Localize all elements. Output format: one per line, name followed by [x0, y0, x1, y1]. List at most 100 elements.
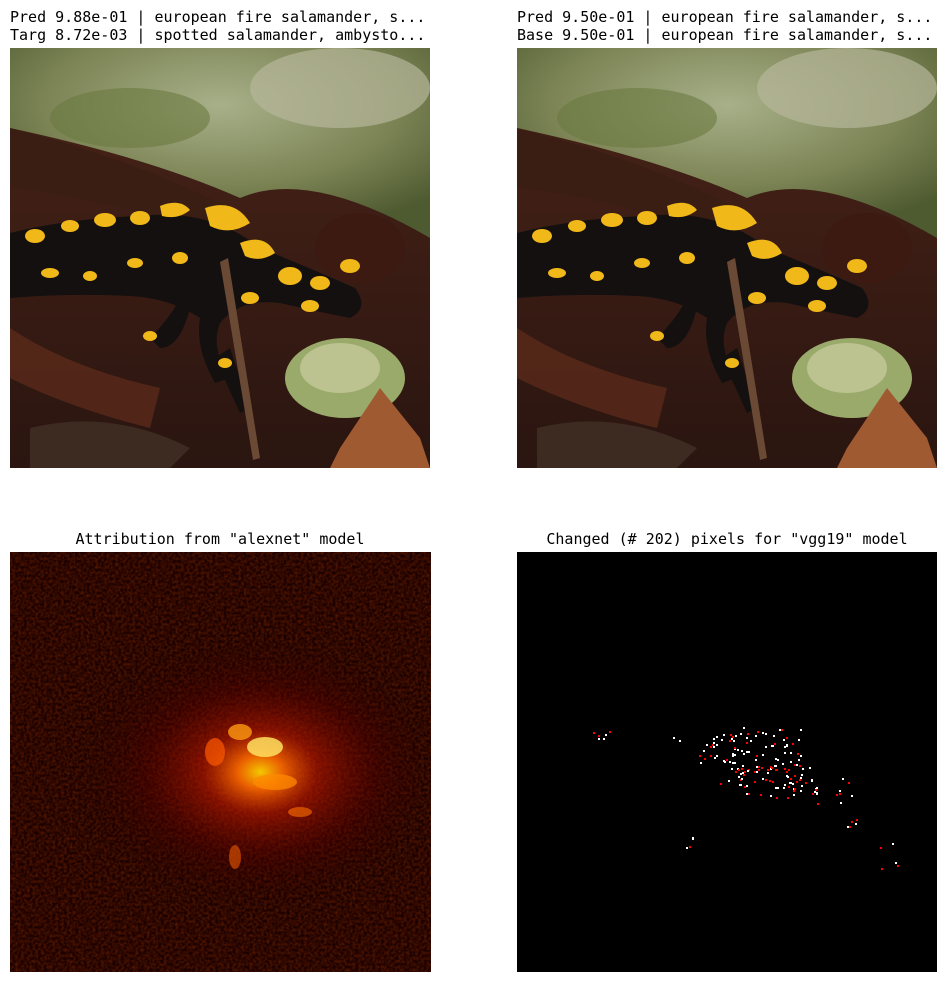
changed-pixel: [836, 794, 838, 796]
changed-pixel: [760, 794, 762, 796]
changed-pixel: [743, 774, 745, 776]
changed-pixel: [775, 787, 777, 789]
changed-pixel: [713, 742, 715, 744]
changed-pixel: [726, 759, 728, 761]
changed-pixel: [790, 752, 792, 754]
changed-pixel: [794, 775, 796, 777]
changed-pixel: [812, 793, 814, 795]
changed-pixel: [892, 843, 894, 845]
changed-pixel: [770, 795, 772, 797]
changed-pixel: [783, 787, 785, 789]
changed-pixel: [788, 769, 790, 771]
changed-pixel: [748, 751, 750, 753]
changed-pixel: [800, 755, 802, 757]
changed-pixel: [839, 790, 841, 792]
changed-pixel: [716, 736, 718, 738]
changed-pixel: [881, 868, 883, 870]
panel-title-top-right-line1: Pred 9.50e-01 | european fire salamander…: [517, 8, 933, 26]
changed-pixel: [851, 821, 853, 823]
changed-pixel: [790, 778, 792, 780]
changed-pixel: [786, 771, 788, 773]
changed-pixel: [716, 744, 718, 746]
changed-pixel: [703, 750, 705, 752]
changed-pixel: [849, 826, 851, 828]
changed-pixel: [723, 734, 725, 736]
changed-pixel: [783, 739, 785, 741]
changed-pixel: [713, 738, 715, 740]
changed-pixel: [798, 759, 800, 761]
changed-pixel: [816, 787, 818, 789]
changed-pixel: [781, 729, 783, 731]
changed-pixel: [728, 780, 730, 782]
changed-pixel: [699, 755, 701, 757]
changed-pixel: [772, 781, 774, 783]
changed-pixel: [815, 789, 817, 791]
changed-pixel: [740, 784, 742, 786]
changed-pixel: [817, 803, 819, 805]
changed-pixel: [798, 739, 800, 741]
changed-pixel: [840, 802, 842, 804]
changed-pixel: [792, 783, 794, 785]
changed-pixel: [847, 826, 849, 828]
changed-pixel: [732, 753, 734, 755]
changed-pixel: [772, 745, 774, 747]
changed-pixel: [809, 767, 811, 769]
changed-pixel: [762, 732, 764, 734]
changed-pixel: [775, 758, 777, 760]
changed-pixel: [735, 771, 737, 773]
changed-pixel: [724, 761, 726, 763]
changed-pixel: [814, 791, 816, 793]
panel-title-top-left-line2: Targ 8.72e-03 | spotted salamander, amby…: [10, 26, 426, 44]
changed-pixels-map: [517, 552, 937, 972]
changed-pixel: [776, 797, 778, 799]
panel-title-bottom-right: Changed (# 202) pixels for "vgg19" model: [546, 530, 908, 548]
changed-pixel: [747, 733, 749, 735]
changed-pixel: [767, 772, 769, 774]
changed-pixel: [800, 729, 802, 731]
changed-pixel: [748, 793, 750, 795]
changed-pixel: [700, 762, 702, 764]
changed-pixel: [756, 755, 758, 757]
changed-pixel: [732, 736, 734, 738]
changed-pixel: [784, 746, 786, 748]
changed-pixel: [756, 766, 758, 768]
changed-pixel: [609, 731, 611, 733]
changed-pixel: [738, 769, 740, 771]
changed-pixel: [746, 742, 748, 744]
changed-pixel: [754, 771, 756, 773]
changed-pixel: [712, 744, 714, 746]
changed-pixel: [895, 862, 897, 864]
changed-pixel: [746, 751, 748, 753]
changed-pixel: [741, 778, 743, 780]
changed-pixel: [747, 770, 749, 772]
changed-pixel: [782, 763, 784, 765]
changed-pixel: [744, 786, 746, 788]
changed-pixel: [779, 729, 781, 731]
changed-pixel: [771, 767, 773, 769]
changed-pixel: [784, 784, 786, 786]
changed-pixel: [758, 769, 760, 771]
changed-pixel: [737, 749, 739, 751]
changed-pixel: [733, 740, 735, 742]
changed-pixel: [731, 738, 733, 740]
changed-pixel: [673, 737, 675, 739]
changed-pixel: [773, 735, 775, 737]
changed-pixel: [897, 865, 899, 867]
changed-pixel: [805, 782, 807, 784]
changed-pixel: [741, 750, 743, 752]
changed-pixel: [746, 737, 748, 739]
changed-pixel: [756, 771, 758, 773]
changed-pixel: [738, 776, 740, 778]
changed-pixel: [790, 761, 792, 763]
panel-title-bottom-left: Attribution from "alexnet" model: [75, 530, 365, 548]
changed-pixel: [720, 783, 722, 785]
changed-pixel: [787, 797, 789, 799]
changed-pixel: [784, 752, 786, 754]
changed-pixel: [743, 727, 745, 729]
changed-pixel: [777, 759, 779, 761]
changed-pixel: [811, 780, 813, 782]
changed-pixel: [692, 838, 694, 840]
changed-pixel: [734, 762, 736, 764]
changed-pixel: [729, 761, 731, 763]
changed-pixel: [794, 764, 796, 766]
